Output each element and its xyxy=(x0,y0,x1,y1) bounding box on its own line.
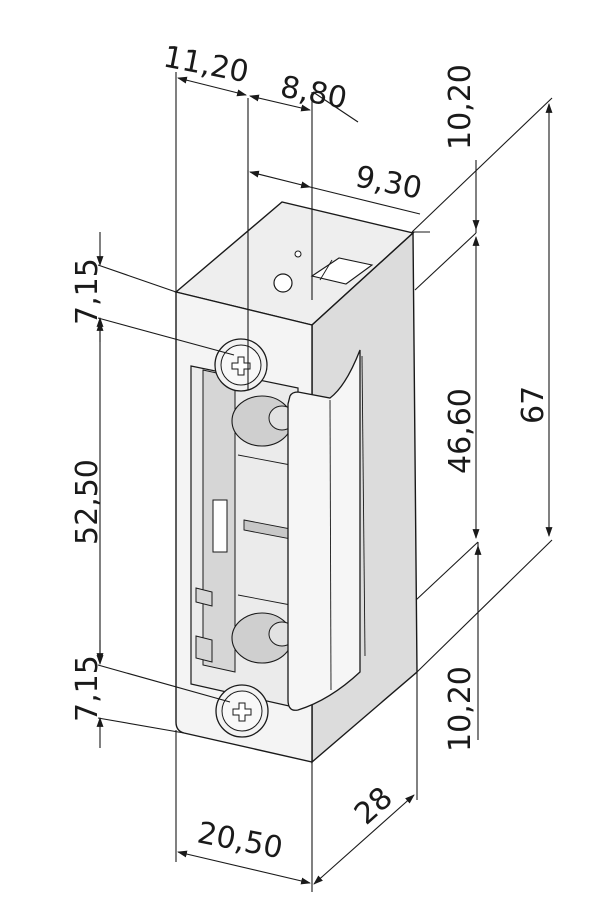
top-hole-small xyxy=(294,250,302,258)
dim-line-9-30 xyxy=(249,170,311,189)
mechanism xyxy=(190,365,299,709)
label-side-top: 10,20 xyxy=(443,64,478,150)
top-hole-large xyxy=(273,273,293,293)
dimension-labels: 11,20 8,80 9,30 7,15 52,50 7,15 20,50 28… xyxy=(70,39,551,866)
dim-line-20-50 xyxy=(177,850,311,885)
label-total-height: 67 xyxy=(516,386,551,424)
top-face-details xyxy=(273,250,374,293)
label-side-bottom: 10,20 xyxy=(443,666,478,752)
label-front-bottom-offset: 7,15 xyxy=(70,655,105,722)
top-screw xyxy=(214,338,268,392)
dim-line-28 xyxy=(313,794,415,885)
dim-line-11-20 xyxy=(177,76,247,97)
label-side-middle: 46,60 xyxy=(443,388,478,474)
dim-line-8-80 xyxy=(249,94,311,112)
label-depth-top-front: 11,20 xyxy=(160,39,251,90)
dimension-lines xyxy=(96,76,553,885)
label-width-side: 28 xyxy=(348,780,400,832)
label-front-top-offset: 7,15 xyxy=(70,258,105,325)
label-depth-top-mid: 8,80 xyxy=(277,69,349,116)
label-front-screw-spacing: 52,50 xyxy=(70,459,105,545)
latch-plate xyxy=(287,349,361,711)
bottom-screw xyxy=(215,684,269,738)
